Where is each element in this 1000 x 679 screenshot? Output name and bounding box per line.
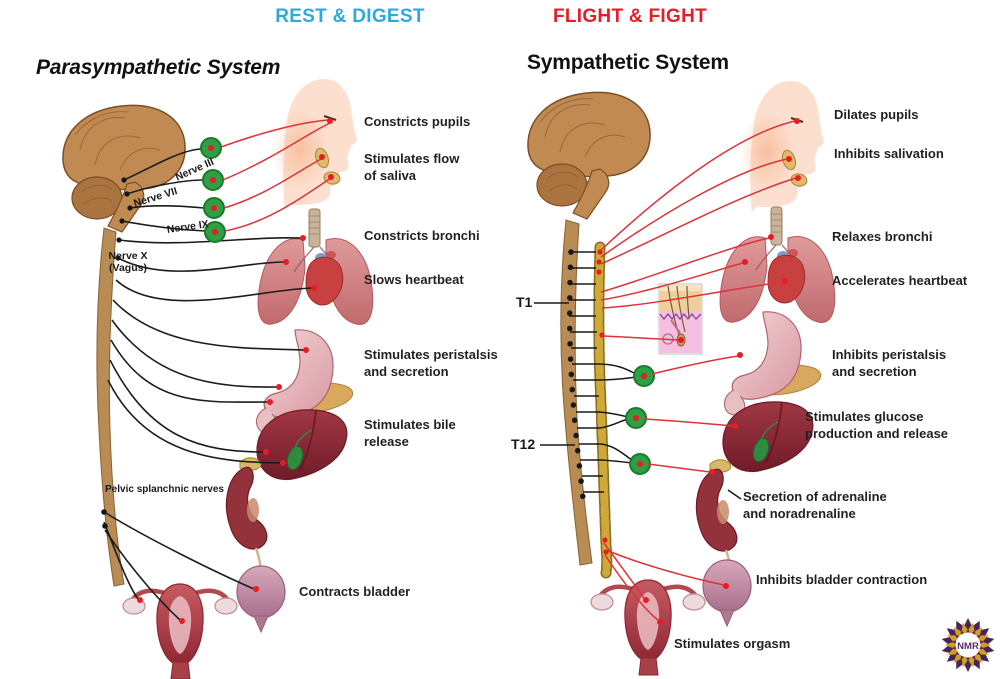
spinal-cord-right [560, 219, 593, 566]
sympathetic-chain [593, 241, 613, 579]
parasympathetic-panel [62, 77, 374, 679]
brain-illustration-right [527, 91, 651, 220]
sympathetic-fibers-red [600, 120, 797, 621]
spinal-nerve-dots [566, 249, 586, 501]
parasympathetic-nerve-fibers-black [103, 148, 313, 621]
banner-rest-digest: REST & DIGEST [275, 6, 425, 27]
label-contracts-bladder: Contracts bladder [299, 584, 411, 599]
label-accelerates-heartbeat: Accelerates heartbeat [832, 273, 968, 288]
label-constricts-pupils: Constricts pupils [364, 114, 471, 129]
label-inhibits-salivation: Inhibits salivation [834, 146, 944, 161]
rami-connectors [569, 251, 604, 493]
label-slows-heartbeat: Slows heartbeat [364, 272, 464, 287]
face-profile-left [270, 77, 358, 212]
kidney-left [225, 456, 269, 582]
face-profile-right [737, 79, 825, 214]
parasympathetic-terminal-dots [137, 118, 334, 624]
bladder-left [236, 565, 286, 633]
sympathetic-terminal-dots [596, 118, 801, 625]
label-stimulates-saliva: Stimulates flow of saliva [364, 151, 460, 183]
bladder-right [702, 559, 752, 627]
label-stimulates-bile: Stimulates bile release [364, 417, 456, 449]
label-stimulates-peristalsis: Stimulates peristalsis and secretion [364, 347, 498, 379]
label-dilates-pupils: Dilates pupils [834, 107, 919, 122]
label-relaxes-bronchi: Relaxes bronchi [832, 229, 933, 244]
skin-cross-section [658, 283, 703, 355]
label-secretion-adrenaline: Secretion of adrenaline and noradrenalin… [743, 489, 887, 521]
spinal-cord-left [96, 227, 125, 587]
parasympathetic-nerve-fibers-red [220, 119, 332, 232]
uterus-right [591, 580, 705, 675]
title-parasympathetic: Parasympathetic System [36, 56, 281, 79]
stomach-pancreas-right [723, 311, 824, 416]
label-constricts-bronchi: Constricts bronchi [364, 228, 480, 243]
banner-flight-fight: FLIGHT & FIGHT [552, 6, 708, 27]
label-inhibits-bladder: Inhibits bladder contraction [756, 572, 928, 587]
title-sympathetic: Sympathetic System [527, 51, 729, 74]
label-stimulates-orgasm: Stimulates orgasm [674, 636, 791, 651]
label-nerve-x-vagus: Nerve X (Vagus) [108, 250, 148, 274]
brain-illustration-left [62, 104, 186, 233]
sympathetic-ganglia [625, 365, 655, 475]
label-t1: T1 [516, 294, 533, 310]
nmr-logo: NMR [941, 618, 995, 672]
label-pelvic-splanchnic: Pelvic splanchnic nerves [105, 484, 224, 495]
parasympathetic-ganglia [200, 137, 226, 243]
logo-text: NMR [957, 641, 979, 652]
sympathetic-panel [527, 79, 836, 675]
label-stimulates-glucose: Stimulates glucose production and releas… [805, 409, 949, 441]
lungs-heart-left [257, 208, 374, 326]
label-t12: T12 [511, 436, 536, 452]
label-inhibits-peristalsis: Inhibits peristalsis and secretion [832, 347, 947, 379]
brainstem-nuclei-dots [101, 177, 133, 529]
